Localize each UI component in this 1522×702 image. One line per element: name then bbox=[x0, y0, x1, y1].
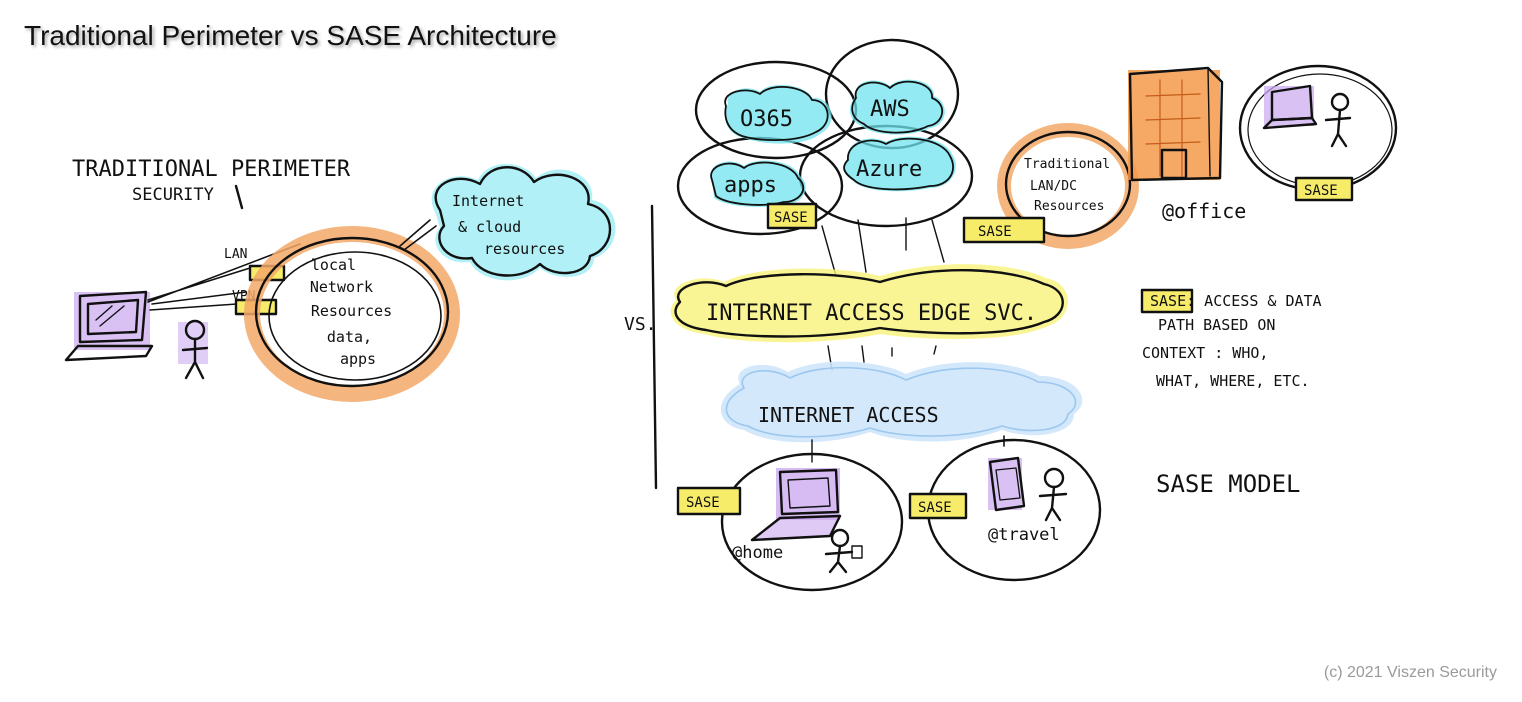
local-network-ring bbox=[244, 226, 460, 402]
sase-tag-travel bbox=[908, 492, 968, 520]
legend-line-4: WHAT, WHERE, ETC. bbox=[1156, 372, 1310, 390]
page-title: Traditional Perimeter vs SASE Architectu… bbox=[24, 20, 557, 51]
office-laptop-icon bbox=[1262, 84, 1318, 130]
sase-tag-office bbox=[1294, 176, 1354, 202]
home-user-icon bbox=[824, 528, 863, 574]
office-user-icon bbox=[1324, 92, 1352, 148]
sase-tag-clouds bbox=[766, 202, 818, 230]
traditional-heading-1: TRADITIONAL PERIMETER bbox=[72, 157, 351, 182]
local-text-2: Network bbox=[310, 278, 373, 296]
edge-svc-label: INTERNET ACCESS EDGE SVC. bbox=[706, 301, 1037, 326]
aws-label: AWS bbox=[870, 97, 910, 122]
legend-line-1: SASE: ACCESS & DATA bbox=[1150, 292, 1322, 310]
travel-label: @travel bbox=[988, 525, 1060, 545]
legend-line-2: PATH BASED ON bbox=[1158, 316, 1275, 334]
internet-access-label: INTERNET ACCESS bbox=[758, 403, 939, 427]
svg-text:O365 AWS apps: O365 AWS apps Azure bbox=[724, 97, 923, 198]
mobile-phone-icon bbox=[988, 456, 1026, 512]
home-laptop-icon bbox=[750, 468, 842, 542]
traditional-heading-2: SECURITY bbox=[132, 185, 214, 205]
vs-label: VS. bbox=[624, 314, 657, 335]
legend-line-3: CONTEXT : WHO, bbox=[1142, 344, 1268, 362]
sase-tag-datacenter bbox=[962, 216, 1046, 244]
sase-model-label: SASE MODEL bbox=[1156, 470, 1301, 498]
sase-tag-datacenter-label: SASE bbox=[978, 224, 1012, 240]
sase-tag-travel-label: SASE bbox=[918, 500, 952, 516]
svg-text:local Network Reso: local Network Resources data, apps bbox=[310, 256, 401, 368]
internet-cloud-text-1: Internet bbox=[452, 192, 524, 210]
copyright-notice: (c) 2021 Viszen Security bbox=[1323, 664, 1497, 681]
travel-user-icon bbox=[1038, 467, 1068, 522]
local-text-1: local bbox=[311, 256, 356, 274]
home-label: @home bbox=[732, 543, 783, 563]
local-text-4: data, bbox=[327, 328, 372, 346]
internet-cloud-text-3: resources bbox=[484, 240, 565, 258]
sase-tag-office-label: SASE bbox=[1304, 183, 1338, 199]
sase-tag-clouds-label: SASE bbox=[774, 210, 808, 226]
datacenter-text-1: Traditional bbox=[1024, 157, 1110, 172]
local-text-5: apps bbox=[340, 350, 376, 368]
home-ring bbox=[720, 452, 904, 592]
cloud-cluster bbox=[676, 38, 974, 236]
datacenter-ring bbox=[997, 123, 1139, 249]
o365-label: O365 bbox=[740, 107, 793, 132]
datacenter-text-2: LAN/DC bbox=[1030, 179, 1077, 194]
user-icon bbox=[178, 319, 209, 380]
sase-tag-home-label: SASE bbox=[686, 495, 720, 511]
svg-text:SASE: ACCESS & DATA PATH: SASE: ACCESS & DATA PATH BASED ON CONTEX… bbox=[1142, 292, 1331, 390]
internet-cloud-traditional bbox=[431, 164, 616, 281]
internet-access-cloud bbox=[720, 361, 1083, 443]
internet-access-edge-svc bbox=[670, 264, 1068, 343]
office-building-icon bbox=[1128, 66, 1224, 182]
local-text-3: Resources bbox=[311, 302, 392, 320]
svg-text:Traditional LAN/DC: Traditional LAN/DC Resources bbox=[1024, 157, 1118, 214]
datacenter-text-3: Resources bbox=[1034, 199, 1104, 214]
legend-sase-tag bbox=[1140, 288, 1194, 314]
laptop-icon bbox=[64, 290, 154, 362]
lan-label: LAN bbox=[224, 247, 247, 262]
office-label: @office bbox=[1162, 199, 1246, 223]
svg-text:Internet & cloud r: Internet & cloud resources bbox=[452, 192, 565, 258]
sase-tag-home bbox=[676, 486, 742, 516]
internet-cloud-text-2: & cloud bbox=[458, 218, 521, 236]
apps-label: apps bbox=[724, 173, 777, 198]
azure-label: Azure bbox=[856, 157, 922, 182]
